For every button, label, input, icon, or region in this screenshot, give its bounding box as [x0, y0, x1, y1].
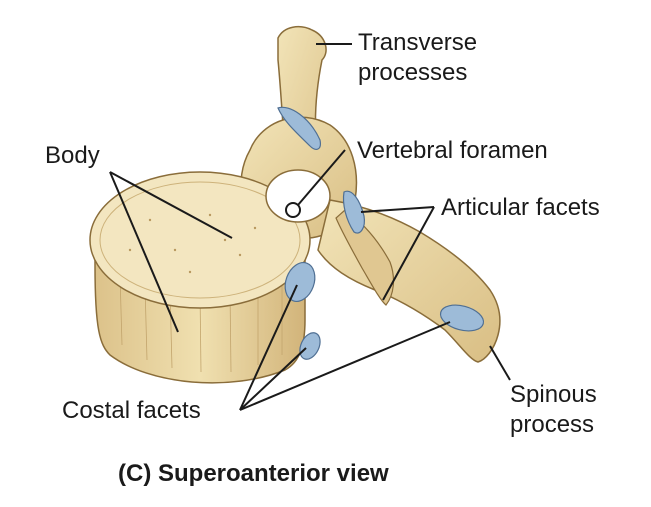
leader-body-2	[109, 171, 179, 333]
vertebral-foramen-marker	[285, 202, 301, 218]
caption: (C) Superoanterior view	[118, 460, 389, 487]
label-articular-facets: Articular facets	[441, 194, 600, 221]
label-spinous-2: process	[510, 411, 594, 438]
costal-facet-upper	[284, 262, 316, 302]
vertebral-foramen-hole	[265, 169, 331, 223]
label-vertebral-foramen: Vertebral foramen	[357, 137, 548, 164]
leader-costal-2	[239, 347, 307, 411]
body-top-pores	[128, 213, 257, 274]
costal-facet-lower	[299, 332, 321, 360]
label-transverse-2: processes	[358, 59, 467, 86]
body-top-rim	[99, 181, 301, 299]
leader-articular-1	[360, 206, 435, 213]
label-transverse-1: Transverse	[358, 29, 477, 56]
label-costal-facets: Costal facets	[62, 397, 201, 424]
leader-articular-2	[382, 206, 435, 301]
leader-body-1	[109, 171, 233, 239]
label-spinous-1: Spinous	[510, 381, 597, 408]
articular-facet-upper	[277, 106, 321, 150]
leader-costal-3	[239, 321, 451, 411]
label-body: Body	[45, 142, 100, 169]
spinous-facet	[439, 304, 485, 332]
leader-costal-1	[239, 284, 298, 411]
articular-facet-right	[342, 190, 365, 234]
leader-lines	[109, 43, 511, 411]
leader-foramen	[297, 149, 346, 206]
inferior-articular-process-shape	[335, 209, 395, 306]
body-top-surface	[89, 171, 311, 309]
leader-spinous	[489, 345, 511, 381]
